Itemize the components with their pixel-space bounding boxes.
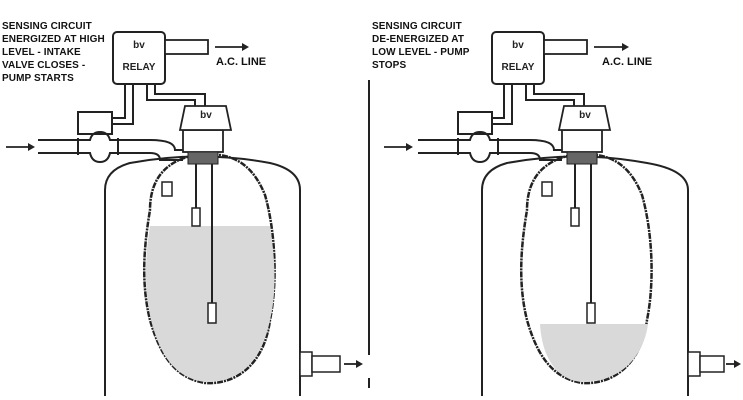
relay-logo: bv — [512, 40, 524, 51]
relay-box — [112, 31, 166, 85]
intake-valve — [457, 111, 493, 135]
ac-line-label: A.C. LINE — [216, 56, 267, 68]
tank-diagram — [6, 31, 363, 396]
bladder-outline — [520, 153, 653, 385]
bladder-outline — [143, 153, 276, 385]
caption-high-level: SENSING CIRCUIT ENERGIZED AT HIGH LEVEL … — [2, 21, 105, 84]
tank-cap-logo: bv — [200, 110, 212, 121]
caption-low-level: SENSING CIRCUIT DE-ENERGIZED AT LOW LEVE… — [372, 21, 470, 71]
ac-line-label: A.C. LINE — [602, 56, 653, 68]
tank-diagram — [384, 31, 741, 396]
tank-cap-logo: bv — [579, 110, 591, 121]
relay-label: RELAY — [501, 62, 535, 73]
diagram-panel-high-level: SENSING CIRCUIT ENERGIZED AT HIGH LEVEL … — [2, 21, 363, 396]
relay-label: RELAY — [122, 62, 156, 73]
intake-valve — [77, 111, 113, 135]
top-fitting — [182, 129, 224, 153]
panel-divider — [368, 80, 370, 355]
panel-divider-tail — [368, 378, 370, 388]
relay-logo: bv — [133, 40, 145, 51]
top-fitting — [561, 129, 603, 153]
water-fill — [540, 324, 648, 382]
diagram-panel-low-level: SENSING CIRCUIT DE-ENERGIZED AT LOW LEVE… — [372, 0, 743, 400]
relay-box — [491, 31, 545, 85]
